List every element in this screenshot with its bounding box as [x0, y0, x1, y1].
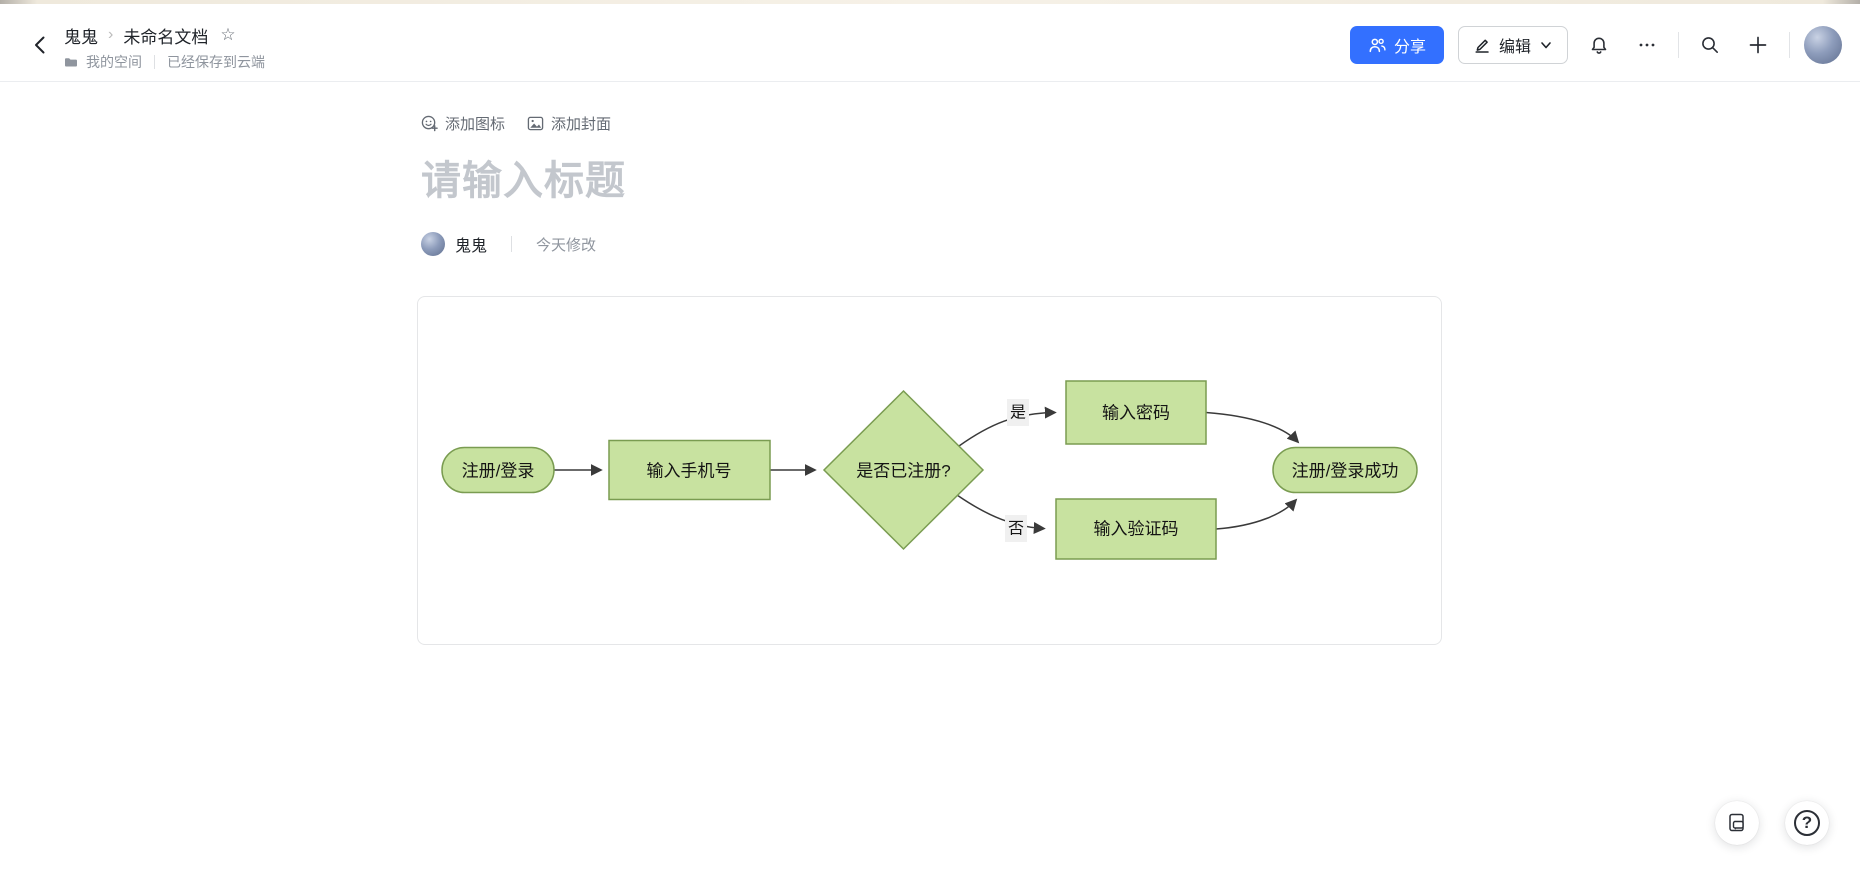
- chevron-left-icon: [35, 36, 45, 54]
- window-top-edge: [0, 0, 1860, 4]
- add-cover-button[interactable]: 添加封面: [527, 113, 611, 134]
- edge-label-no-text: 否: [1008, 521, 1024, 538]
- more-options-button[interactable]: [1630, 28, 1664, 62]
- flowchart-svg: 是 否 注册/登录 输入手机号 是否已注册?: [441, 380, 1418, 560]
- edge-label-yes: 是: [1007, 399, 1029, 426]
- node-decision-label: 是否已注册?: [856, 462, 950, 481]
- smiley-plus-icon: [421, 115, 438, 132]
- node-decision[interactable]: 是否已注册?: [822, 389, 985, 551]
- breadcrumb-separator: ›: [108, 26, 114, 43]
- create-new-button[interactable]: [1741, 28, 1775, 62]
- edge-label-no: 否: [1005, 515, 1027, 542]
- breadcrumb: 鬼鬼 › 未命名文档 ☆ 我的空间 已经保存到云端: [64, 22, 265, 72]
- share-people-icon: [1369, 38, 1386, 52]
- edge-decision-captcha: [956, 494, 1046, 534]
- search-button[interactable]: [1693, 28, 1727, 62]
- save-status: 已经保存到云端: [167, 54, 265, 70]
- add-cover-label: 添加封面: [551, 116, 612, 133]
- node-captcha-label: 输入验证码: [1094, 520, 1179, 539]
- folder-icon: [65, 58, 77, 67]
- node-phone[interactable]: 输入手机号: [608, 439, 771, 501]
- edit-button-label: 编辑: [1498, 39, 1531, 56]
- image-icon: [527, 116, 544, 131]
- header-actions: 分享 编辑: [1349, 25, 1842, 65]
- edge-decision-password: [958, 406, 1057, 447]
- notifications-button[interactable]: [1582, 28, 1616, 62]
- breadcrumb-current[interactable]: 未命名文档: [123, 27, 209, 47]
- favorite-star-icon[interactable]: ☆: [220, 25, 236, 44]
- header-bar: 鬼鬼 › 未命名文档 ☆ 我的空间 已经保存到云端: [0, 4, 1860, 82]
- doc-tools: 添加图标 添加封面: [421, 113, 611, 134]
- node-start[interactable]: 注册/登录: [441, 446, 555, 494]
- breadcrumb-parent[interactable]: 鬼鬼: [64, 27, 98, 47]
- edit-button[interactable]: 编辑: [1457, 26, 1568, 64]
- chevron-down-icon: [1541, 42, 1551, 49]
- help-button[interactable]: ?: [1785, 801, 1829, 845]
- author-row: 鬼鬼 今天修改: [421, 232, 596, 256]
- edge-captcha-success: [1215, 498, 1298, 530]
- node-start-label: 注册/登录: [462, 462, 535, 481]
- feedback-button[interactable]: [1715, 801, 1759, 845]
- author-avatar: [421, 232, 445, 256]
- ellipsis-icon: [1639, 43, 1655, 47]
- edge-password-success: [1205, 411, 1300, 444]
- pencil-icon: [1475, 39, 1489, 53]
- add-icon-label: 添加图标: [445, 116, 506, 133]
- add-icon-button[interactable]: 添加图标: [421, 113, 505, 134]
- user-avatar[interactable]: [1804, 26, 1842, 64]
- node-password-label: 输入密码: [1102, 404, 1170, 423]
- author-name[interactable]: 鬼鬼: [455, 238, 488, 255]
- back-button[interactable]: [26, 30, 56, 60]
- flowchart-block[interactable]: 是 否 注册/登录 输入手机号 是否已注册?: [417, 296, 1442, 645]
- bell-icon: [1591, 37, 1607, 54]
- space-label[interactable]: 我的空间: [86, 54, 142, 70]
- node-success-label: 注册/登录成功: [1292, 462, 1399, 481]
- share-button[interactable]: 分享: [1349, 26, 1444, 64]
- divider: [511, 236, 513, 252]
- node-phone-label: 输入手机号: [647, 462, 732, 481]
- modified-timestamp: 今天修改: [536, 236, 597, 254]
- title-input-placeholder[interactable]: 请输入标题: [421, 159, 626, 203]
- doc-feedback-icon: [1729, 813, 1744, 832]
- plus-icon: [1749, 36, 1767, 54]
- flowchart-edges: [554, 406, 1300, 534]
- divider: [1789, 32, 1790, 58]
- question-mark-icon: ?: [1794, 810, 1820, 836]
- divider: [154, 55, 155, 69]
- node-success[interactable]: 注册/登录成功: [1272, 446, 1418, 494]
- node-captcha[interactable]: 输入验证码: [1055, 498, 1217, 560]
- edge-label-yes-text: 是: [1010, 405, 1026, 422]
- node-password[interactable]: 输入密码: [1065, 380, 1207, 445]
- share-button-label: 分享: [1393, 39, 1426, 56]
- search-icon: [1702, 37, 1719, 54]
- divider: [1678, 32, 1679, 58]
